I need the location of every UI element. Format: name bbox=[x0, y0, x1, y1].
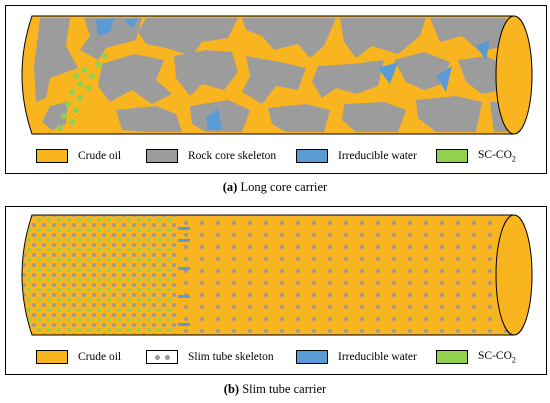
panel-slim-tube: Crude oil Slim tube skeleton Irreducible… bbox=[5, 206, 547, 375]
water-patch bbox=[206, 108, 222, 130]
legend-label: Crude oil bbox=[78, 150, 122, 162]
rock-grain bbox=[42, 102, 68, 130]
swatch-rock-core-skeleton bbox=[146, 149, 178, 163]
legend-item-crude-oil: Crude oil bbox=[36, 144, 121, 168]
legend-label: Crude oil bbox=[78, 351, 122, 363]
water-patch bbox=[378, 62, 398, 84]
legend-item-irreducible-water: Irreducible water bbox=[296, 345, 417, 369]
rock-grain bbox=[312, 60, 384, 98]
legend-label: Irreducible water bbox=[338, 351, 417, 363]
panel-long-core: Crude oil Rock core skeleton Irreducible… bbox=[5, 5, 547, 174]
legend-label: Irreducible water bbox=[338, 150, 417, 162]
legend-label: SC-CO2 bbox=[478, 349, 516, 365]
skeleton-dots-zone bbox=[176, 216, 514, 334]
tube-end-ellipse bbox=[495, 214, 533, 336]
legend-label: Rock core skeleton bbox=[188, 150, 277, 162]
swatch-irreducible-water bbox=[296, 350, 328, 364]
caption-a: (a) Long core carrier bbox=[0, 180, 550, 195]
legend-item-irreducible-water: Irreducible water bbox=[296, 144, 417, 168]
water-patch bbox=[96, 18, 114, 36]
water-patch bbox=[124, 18, 138, 28]
legend-item-rock-core-skeleton: Rock core skeleton bbox=[146, 144, 276, 168]
rock-grain bbox=[416, 96, 482, 132]
swatch-crude-oil bbox=[36, 350, 68, 364]
water-patch bbox=[476, 40, 490, 60]
swatch-sc-co2 bbox=[436, 350, 468, 364]
rock-grain bbox=[174, 50, 238, 96]
slim-tube-diagram bbox=[21, 214, 533, 336]
swatch-sc-co2 bbox=[436, 149, 468, 163]
rock-grain bbox=[342, 102, 406, 132]
legend-label: Slim tube skeleton bbox=[188, 351, 274, 363]
legend-item-sc-co2: SC-CO2 bbox=[436, 345, 516, 369]
long-core-diagram bbox=[21, 15, 533, 135]
legend-item-crude-oil: Crude oil bbox=[36, 345, 121, 369]
water-patch bbox=[436, 66, 452, 92]
sc-co2-dots bbox=[57, 53, 107, 131]
rock-grain bbox=[394, 52, 450, 90]
caption-text: Long core carrier bbox=[237, 180, 328, 194]
legend-label: SC-CO2 bbox=[478, 148, 516, 164]
rock-grain bbox=[242, 56, 306, 104]
caption-letter: (a) bbox=[222, 180, 238, 194]
swatch-irreducible-water bbox=[296, 149, 328, 163]
legend-item-sc-co2: SC-CO2 bbox=[436, 144, 516, 168]
swatch-slim-tube-skeleton bbox=[146, 350, 178, 364]
caption-letter: (b) bbox=[223, 382, 240, 396]
water-marks bbox=[178, 227, 190, 326]
swatch-crude-oil bbox=[36, 149, 68, 163]
rock-grain bbox=[138, 18, 238, 56]
rock-grain bbox=[80, 18, 142, 60]
legend-a: Crude oil Rock core skeleton Irreducible… bbox=[6, 144, 546, 168]
rock-grain bbox=[34, 18, 78, 102]
rock-grain bbox=[98, 54, 172, 104]
sc-co2-zone bbox=[22, 216, 176, 334]
rock-grain bbox=[242, 18, 336, 58]
caption-b: (b) Slim tube carrier bbox=[0, 382, 550, 397]
rock-grain bbox=[268, 104, 330, 132]
rock-grain bbox=[116, 106, 182, 132]
rock-grain bbox=[458, 56, 504, 94]
rock-grain bbox=[340, 18, 426, 58]
caption-text: Slim tube carrier bbox=[239, 382, 327, 396]
legend-item-slim-tube-skeleton: Slim tube skeleton bbox=[146, 345, 274, 369]
rock-grain bbox=[190, 100, 250, 132]
legend-b: Crude oil Slim tube skeleton Irreducible… bbox=[6, 345, 546, 369]
core-end-ellipse bbox=[495, 15, 533, 135]
